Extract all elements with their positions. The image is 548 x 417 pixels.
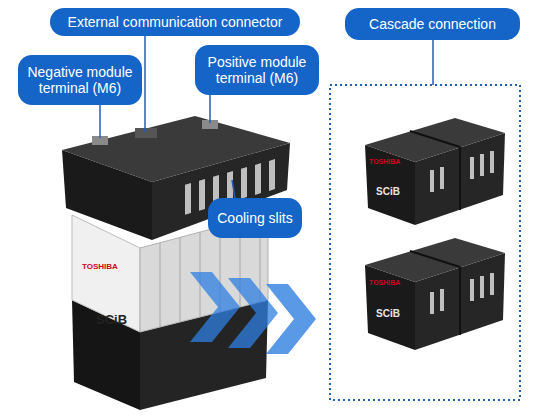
callout-text: Negative module terminal (M6): [26, 64, 134, 96]
cell-separator: [180, 237, 181, 322]
cooling-slit: [430, 170, 434, 192]
cooling-slit: [480, 154, 484, 176]
cooling-slit: [440, 289, 444, 311]
module-seam: [459, 147, 461, 210]
product-mark: SCiB: [376, 186, 400, 197]
callout-box: Cascade connection: [345, 8, 520, 40]
airflow-arrow: [266, 284, 316, 354]
cooling-slit: [440, 167, 444, 189]
cooling-slit: [490, 273, 494, 295]
callout-box: Cooling slits: [208, 198, 302, 238]
cascade-module: [365, 238, 505, 282]
cooling-slit: [269, 159, 275, 191]
cell-separator: [160, 243, 161, 327]
brand-mark: TOSHIBA: [369, 279, 400, 286]
cooling-slit: [470, 279, 474, 301]
callout-box: Negative module terminal (M6): [18, 55, 142, 105]
cooling-slit: [470, 157, 474, 179]
battery-cells: [72, 215, 140, 332]
communication-connector: [135, 128, 157, 138]
callout-text: Positive module terminal (M6): [203, 54, 311, 86]
brand-mark: TOSHIBA: [369, 158, 400, 165]
cooling-slit: [490, 151, 494, 173]
product-mark: SCiB: [96, 312, 127, 327]
brand-mark: TOSHIBA: [82, 262, 118, 271]
product-mark: SCiB: [376, 308, 400, 319]
cooling-slit: [255, 163, 261, 195]
cascade-frame: [330, 85, 520, 400]
callout-box: Positive module terminal (M6): [195, 45, 319, 95]
cooling-slit: [185, 183, 191, 215]
leader-line: [99, 105, 101, 138]
callout-text: Cooling slits: [217, 210, 292, 226]
cooling-slit: [199, 179, 205, 211]
leader-line: [232, 180, 235, 198]
cooling-slit: [430, 292, 434, 314]
leader-line: [144, 36, 146, 132]
module-seam: [410, 131, 460, 147]
module-seam: [459, 267, 461, 335]
cooling-slit: [480, 276, 484, 298]
leader-line: [209, 95, 211, 123]
callout-box: External communication connector: [50, 8, 300, 36]
callout-text: External communication connector: [68, 14, 283, 30]
cooling-slit: [241, 167, 247, 199]
callout-text: Cascade connection: [369, 16, 496, 32]
module-seam: [410, 251, 460, 267]
leader-line: [432, 40, 434, 85]
